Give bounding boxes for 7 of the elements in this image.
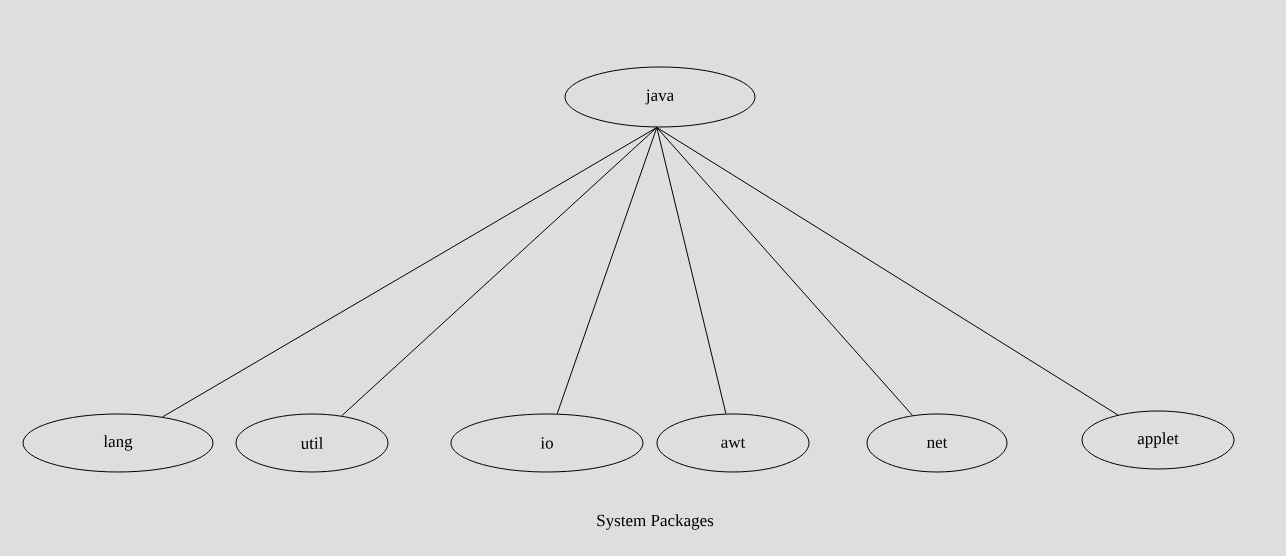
connector-line xyxy=(656,127,1119,416)
connector-line xyxy=(656,127,913,416)
connector-line xyxy=(341,127,658,417)
connector-line xyxy=(656,127,727,415)
connector-line xyxy=(162,127,658,418)
caption: System Packages xyxy=(597,514,714,530)
connector-line xyxy=(556,127,658,415)
